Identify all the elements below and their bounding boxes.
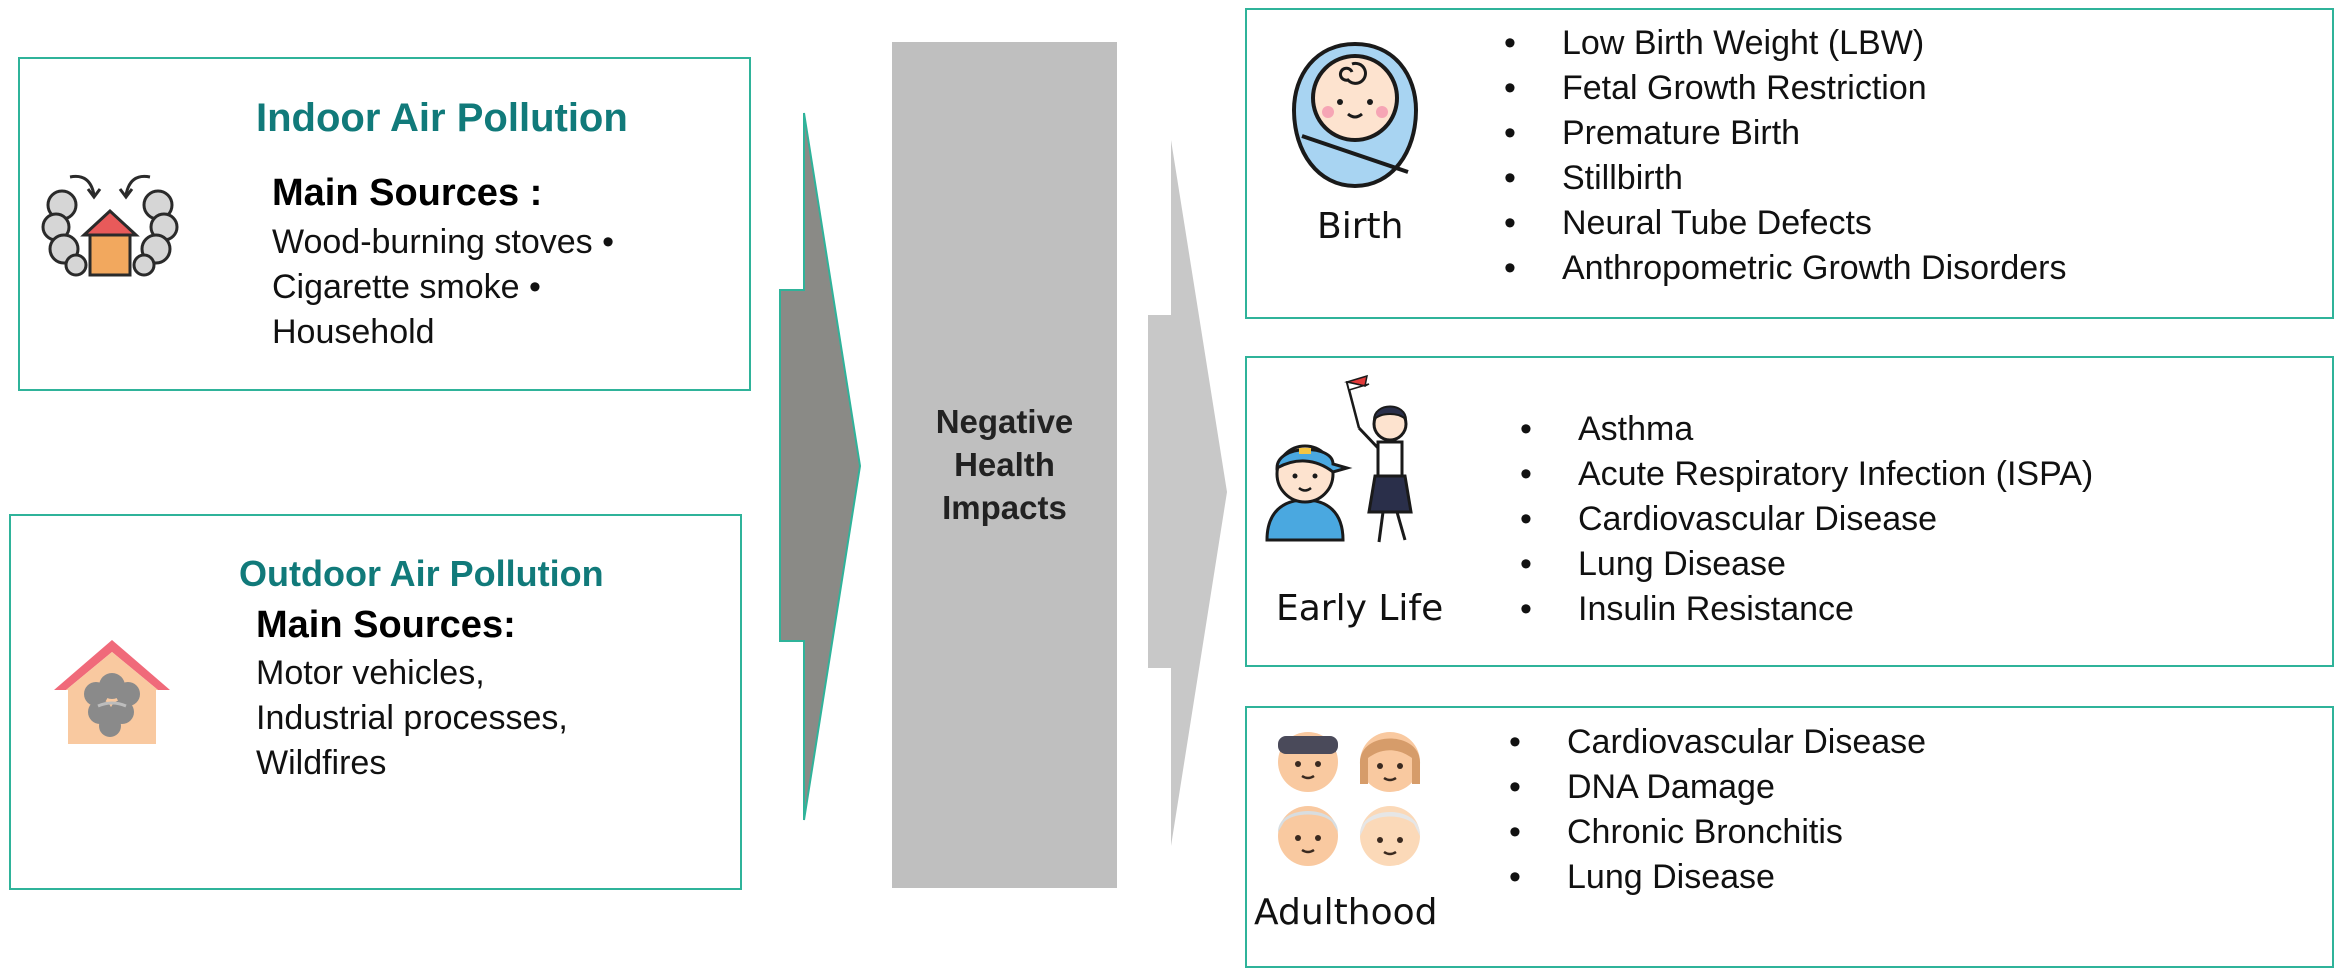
negative-health-impacts-block xyxy=(892,42,1117,888)
outdoor-pollution-title: Outdoor Air Pollution xyxy=(239,553,604,594)
list-item: Stillbirth xyxy=(1502,156,2067,201)
left-arrow xyxy=(779,112,862,821)
list-item: DNA Damage xyxy=(1507,765,1926,810)
list-item: Low Birth Weight (LBW) xyxy=(1502,21,2067,66)
house-smoke-indoor-icon xyxy=(41,174,179,277)
children-icon xyxy=(1265,374,1413,543)
outdoor-source-line: Wildfires xyxy=(256,744,387,782)
indoor-source-line: Household xyxy=(272,313,435,351)
indoor-source-line: Wood-burning stoves • xyxy=(272,223,615,261)
adulthood-label: Adulthood xyxy=(1254,892,1438,933)
center-label-line: Impacts xyxy=(942,489,1067,526)
list-item: Insulin Resistance xyxy=(1518,587,2093,632)
outdoor-source-line: Industrial processes, xyxy=(256,699,568,737)
outdoor-sources-list: Motor vehicles, Industrial processes, Wi… xyxy=(256,651,568,786)
adults-faces-icon xyxy=(1278,732,1421,866)
list-item: Premature Birth xyxy=(1502,111,2067,156)
list-item: Asthma xyxy=(1518,407,2093,452)
house-smoke-outdoor-icon xyxy=(54,640,170,744)
indoor-sources-list: Wood-burning stoves • Cigarette smoke • … xyxy=(272,220,614,355)
list-item: Anthropometric Growth Disorders xyxy=(1502,246,2067,291)
outdoor-source-line: Motor vehicles, xyxy=(256,654,485,692)
indoor-pollution-box xyxy=(18,57,751,391)
list-item: Lung Disease xyxy=(1507,855,1926,900)
list-item: Fetal Growth Restriction xyxy=(1502,66,2067,111)
list-item: Chronic Bronchitis xyxy=(1507,810,1926,855)
early-life-label: Early Life xyxy=(1276,588,1444,629)
list-item: Cardiovascular Disease xyxy=(1507,720,1926,765)
indoor-main-sources-label: Main Sources : xyxy=(272,172,543,214)
negative-health-impacts-label: Negative Health Impacts xyxy=(892,400,1117,529)
list-item: Neural Tube Defects xyxy=(1502,201,2067,246)
center-label-line: Negative xyxy=(935,403,1074,440)
indoor-source-line: Cigarette smoke • xyxy=(272,268,541,306)
adulthood-impacts-list: Cardiovascular Disease DNA Damage Chroni… xyxy=(1507,720,1926,900)
indoor-pollution-title: Indoor Air Pollution xyxy=(256,96,628,140)
swaddled-baby-icon xyxy=(1291,41,1419,189)
list-item: Cardiovascular Disease xyxy=(1518,497,2093,542)
list-item: Lung Disease xyxy=(1518,542,2093,587)
birth-label: Birth xyxy=(1317,206,1404,247)
birth-impacts-list: Low Birth Weight (LBW) Fetal Growth Rest… xyxy=(1502,21,2067,291)
center-label-line: Health xyxy=(954,446,1055,483)
right-arrow xyxy=(1148,140,1227,846)
early-life-impacts-list: Asthma Acute Respiratory Infection (ISPA… xyxy=(1518,407,2093,632)
list-item: Acute Respiratory Infection (ISPA) xyxy=(1518,452,2093,497)
outdoor-main-sources-label: Main Sources: xyxy=(256,604,516,646)
